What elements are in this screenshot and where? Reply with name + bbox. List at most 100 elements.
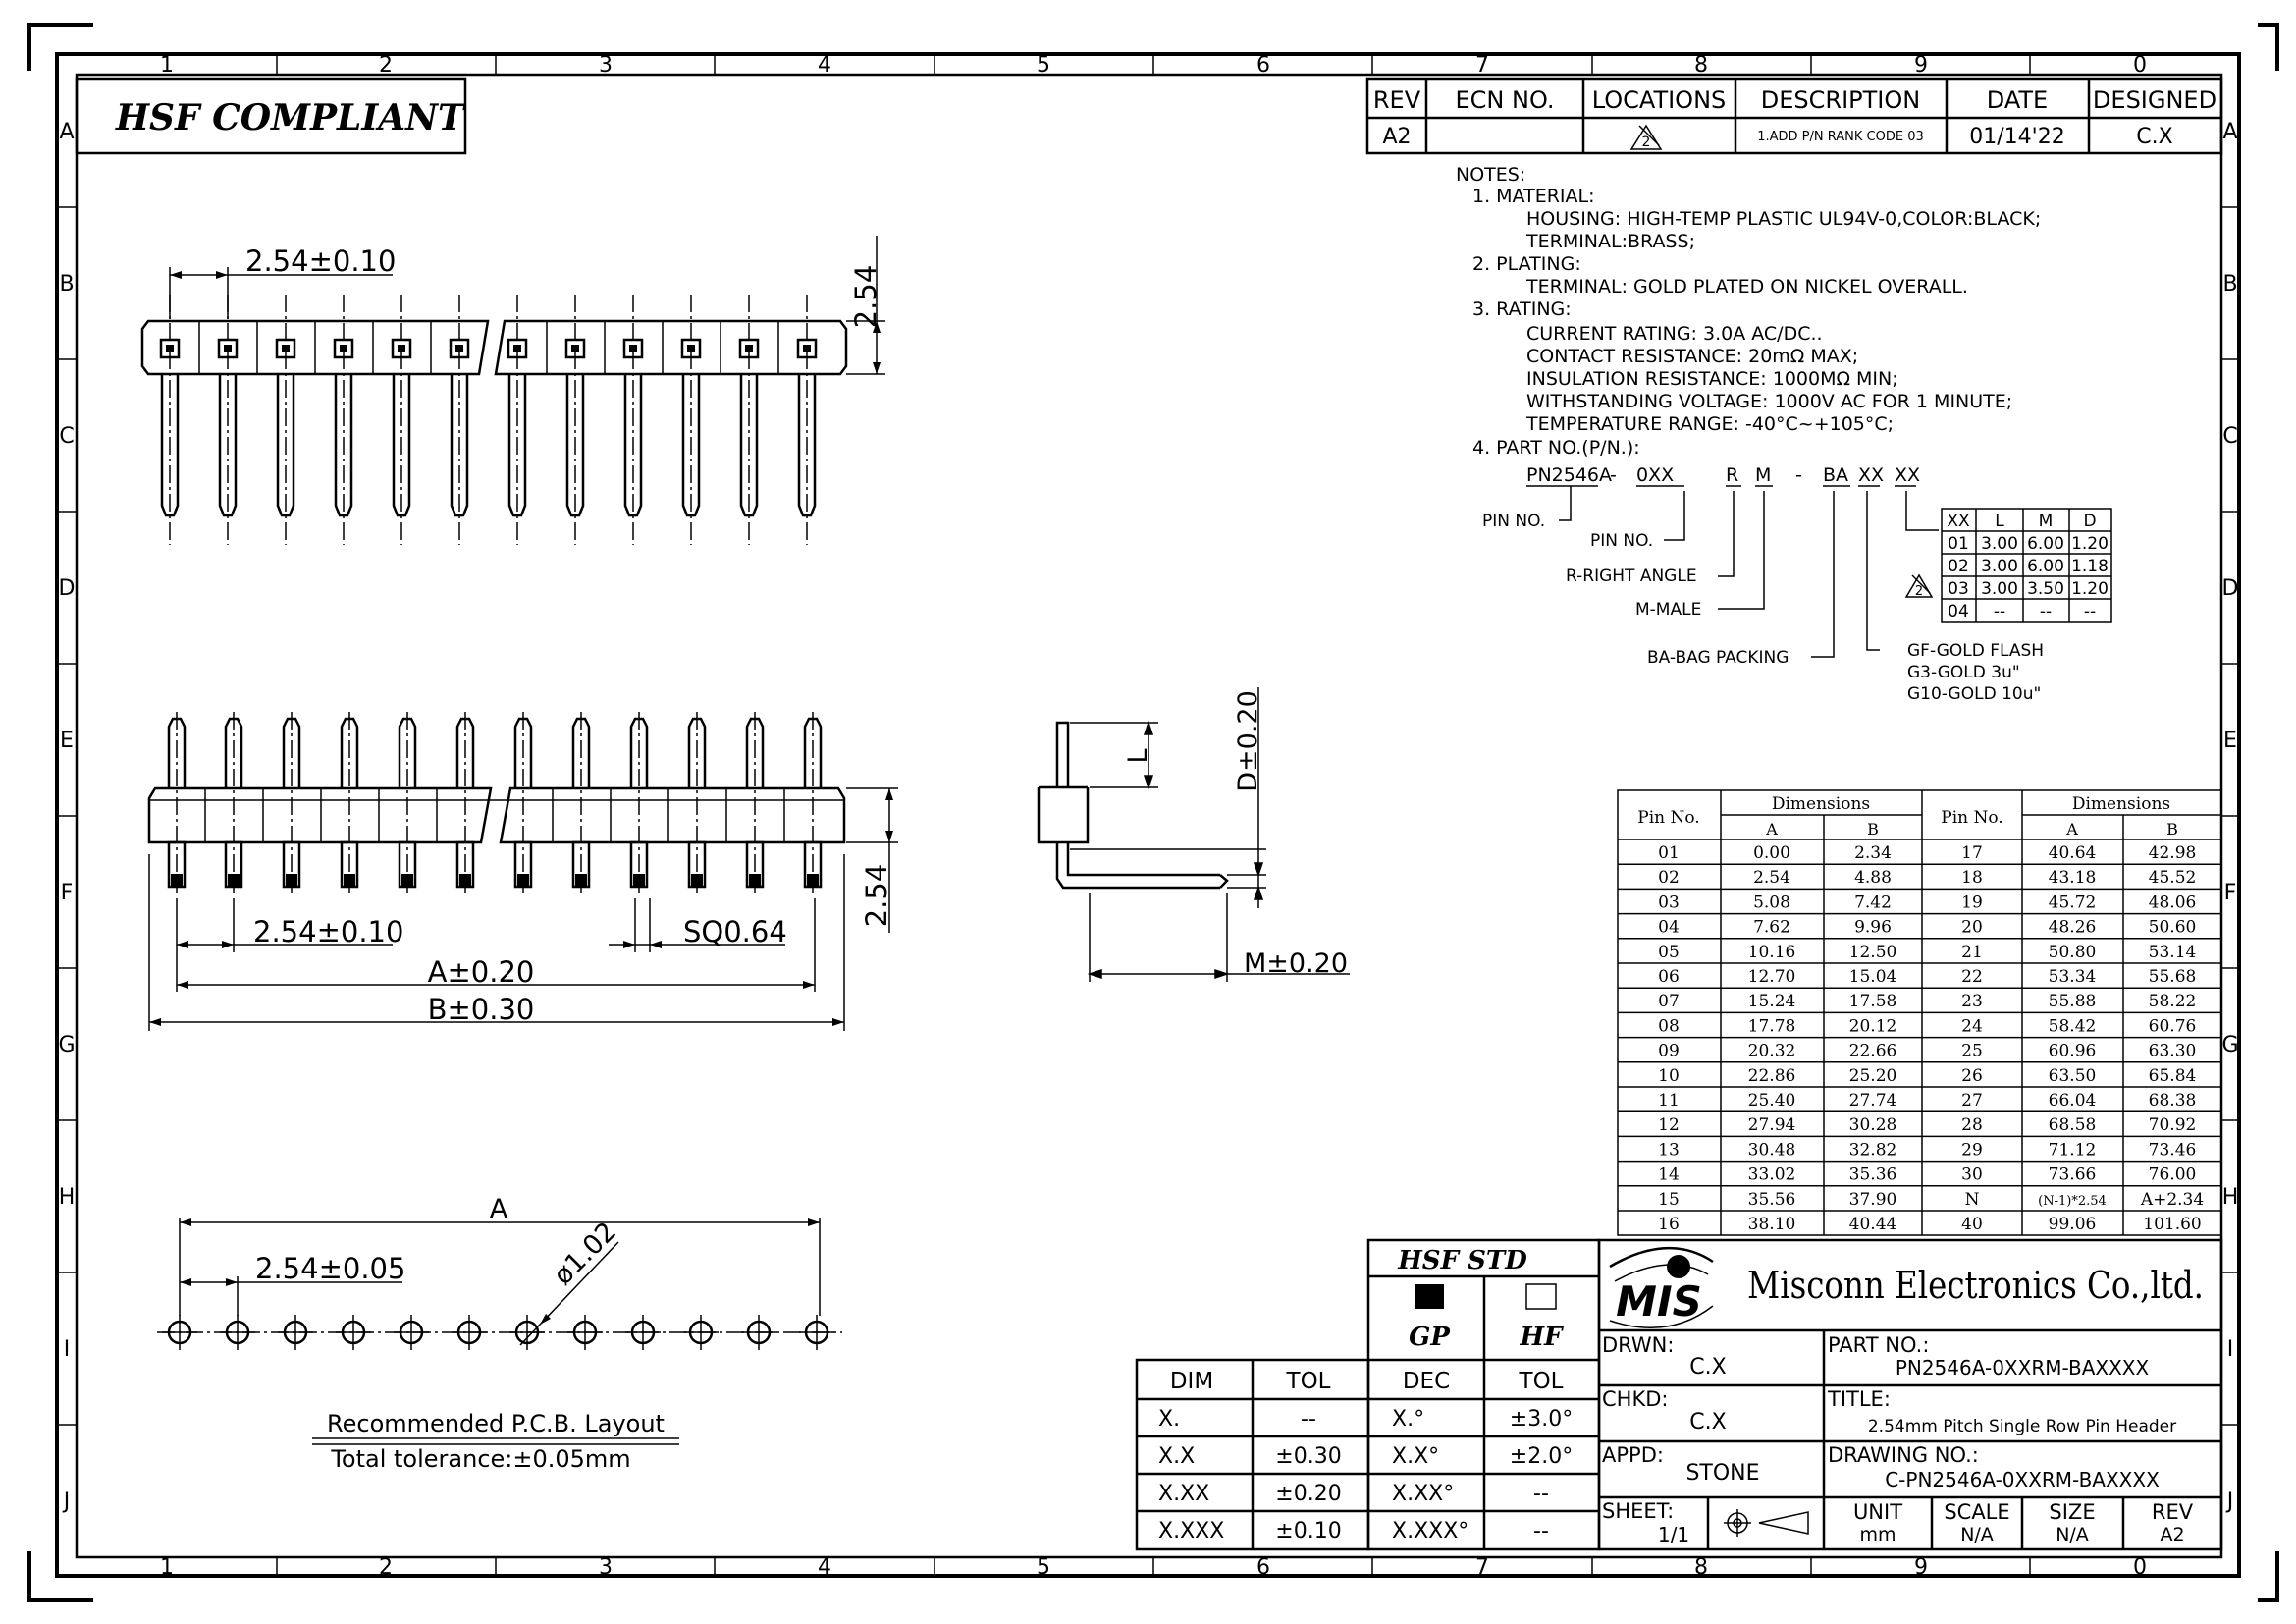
pn-code: 0XX <box>1636 464 1674 486</box>
dim-table-cell: 22 <box>1961 967 1983 987</box>
dim-table-cell: 73.46 <box>2149 1140 2197 1160</box>
frame-ticks <box>56 54 2240 1576</box>
dim-table-cell: 21 <box>1961 943 1983 962</box>
gp-filled-box <box>1415 1284 1444 1309</box>
frame-row-label: C <box>2222 424 2237 449</box>
dim-table-cell: 48.06 <box>2149 893 2197 912</box>
dim-table-cell: 15 <box>1658 1190 1680 1210</box>
dim-table-cell: 30.48 <box>1748 1140 1796 1160</box>
dim-table-cell: 58.42 <box>2049 1016 2097 1036</box>
front-view-dims: 2.54±0.10 SQ0.64 A±0.20 B±0.30 2.54 <box>148 787 898 1031</box>
dim-table-cell: 35.36 <box>1849 1165 1897 1185</box>
rank-cell: -- <box>2040 602 2052 622</box>
dim-table-cell: 26 <box>1961 1066 1983 1086</box>
dim-table-cell: 25.20 <box>1849 1066 1897 1086</box>
frame-row-label: J <box>62 1489 71 1514</box>
dim-table-cell: 09 <box>1658 1042 1680 1061</box>
dim-table-cell: 30.28 <box>1849 1115 1897 1135</box>
frame-row-label: D <box>2222 576 2239 601</box>
dim-table-cell: 60.76 <box>2149 1016 2197 1036</box>
housing-right <box>494 319 848 376</box>
dim-table-cell: 25.40 <box>1748 1091 1796 1110</box>
rank-cell: 3.00 <box>1981 579 2018 599</box>
frame-col-label: 7 <box>1475 1555 1489 1580</box>
tol-dim-cell: X.XX <box>1158 1482 1209 1506</box>
dim-table-cell: 10 <box>1658 1066 1680 1086</box>
hsf-dec-cell: X.XX° <box>1392 1482 1454 1506</box>
frame-col-label: 1 <box>160 53 174 78</box>
dim-table-a-header-2: A <box>2065 820 2078 839</box>
dim-table-cell: 17 <box>1961 843 1983 863</box>
frame-col-label: 8 <box>1694 53 1708 78</box>
sq-dim: SQ0.64 <box>683 915 787 948</box>
frame-row-label: G <box>2221 1033 2238 1057</box>
dim-table-cell: 5.08 <box>1753 893 1790 912</box>
locations-header: LOCATIONS <box>1592 86 1727 114</box>
top-pitch-dim: 2.54±0.10 <box>245 244 396 278</box>
front-housing-left <box>147 786 493 844</box>
frame-col-label: 6 <box>1256 53 1270 78</box>
rank-cell: 6.00 <box>2027 534 2064 554</box>
rank-cell: 1.20 <box>2071 534 2109 554</box>
dim-table-cell: 101.60 <box>2143 1215 2201 1234</box>
dim-table-cell: N <box>1965 1190 1980 1210</box>
rank-cell: 6.00 <box>2027 557 2064 576</box>
dim-table-cell: 60.96 <box>2049 1042 2097 1061</box>
dim-table-cell: 48.26 <box>2049 918 2097 938</box>
dim-table-cell: 04 <box>1658 918 1680 938</box>
company-name: Misconn Electronics Co.,ltd. <box>1747 1264 2204 1307</box>
dim-table-cell: 45.72 <box>2049 893 2097 912</box>
hsf-tol-cell: ±3.0° <box>1510 1407 1573 1432</box>
dim-table-cell: 63.30 <box>2149 1042 2197 1061</box>
frame-row-label: B <box>2222 272 2237 297</box>
ecn-header: ECN NO. <box>1455 86 1554 114</box>
dim-table-cell: 20.12 <box>1849 1016 1897 1036</box>
top-view <box>140 295 848 545</box>
chkd-value: C.X <box>1689 1410 1726 1435</box>
part-no-label: PART NO.: <box>1828 1333 1929 1357</box>
dim-table-cell: 10.16 <box>1748 943 1796 962</box>
dim-table-cell: 14 <box>1658 1165 1680 1185</box>
pcb-hole-dim: ø1.02 <box>548 1217 622 1291</box>
dim-table-cell: 29 <box>1961 1140 1983 1160</box>
pcb-layout <box>157 1315 842 1350</box>
tol-tol-cell: ±0.30 <box>1275 1444 1341 1469</box>
dim-table-cell: 03 <box>1658 893 1680 912</box>
dim-table-pin-header-2: Pin No. <box>1941 808 2002 828</box>
dim-table-cell: 4.88 <box>1854 868 1892 888</box>
pcb-layout-dims: A 2.54±0.05 ø1.02 Recommended P.C.B. Lay… <box>179 1194 821 1473</box>
rev-value-title: A2 <box>2160 1524 2184 1545</box>
sheet-value: 1/1 <box>1658 1523 1689 1546</box>
note-line: TERMINAL:BRASS; <box>1525 231 1695 252</box>
description-header: DESCRIPTION <box>1761 86 1920 114</box>
frame-row-label: I <box>64 1337 71 1362</box>
plating-option: G10-GOLD 10u" <box>1907 684 2041 704</box>
dim-table-cell: 32.82 <box>1849 1140 1897 1160</box>
tol-tol-cell: -- <box>1301 1407 1316 1432</box>
frame-row-label: C <box>59 424 74 449</box>
hsf-tol-header: TOL <box>1519 1369 1564 1394</box>
front-pitch-dim: 2.54±0.10 <box>253 915 403 948</box>
pn-code: PN2546A <box>1526 464 1612 486</box>
date-value: 01/14'22 <box>1969 125 2064 149</box>
dim-table-cell: 2.34 <box>1854 843 1892 863</box>
rank-cell: 02 <box>1948 557 1969 576</box>
note-line: NOTES: <box>1456 164 1525 186</box>
title-value: 2.54mm Pitch Single Row Pin Header <box>1868 1417 2176 1436</box>
dim-table-pin-header: Pin No. <box>1637 808 1699 828</box>
appd-value: STONE <box>1685 1461 1759 1486</box>
dim-table-cell: 68.58 <box>2049 1115 2097 1135</box>
hsf-tol-cell: ±2.0° <box>1510 1444 1573 1469</box>
drwn-label: DRWN: <box>1602 1333 1674 1357</box>
dim-table-cell: 63.50 <box>2049 1066 2097 1086</box>
note-line: 4. PART NO.(P/N.): <box>1472 437 1640 459</box>
corner-marks <box>27 23 2279 1602</box>
rank-cell: -- <box>2084 602 2096 622</box>
dim-table-cell: 0.00 <box>1753 843 1790 863</box>
dim-table-cell: 55.68 <box>2149 967 2197 987</box>
male-label: M-MALE <box>1635 600 1701 620</box>
dim-table-cell: 27 <box>1961 1091 1983 1110</box>
front-height-dim: 2.54 <box>860 864 893 928</box>
pn-code: BA <box>1823 464 1848 486</box>
frame-row-label: H <box>59 1185 76 1210</box>
